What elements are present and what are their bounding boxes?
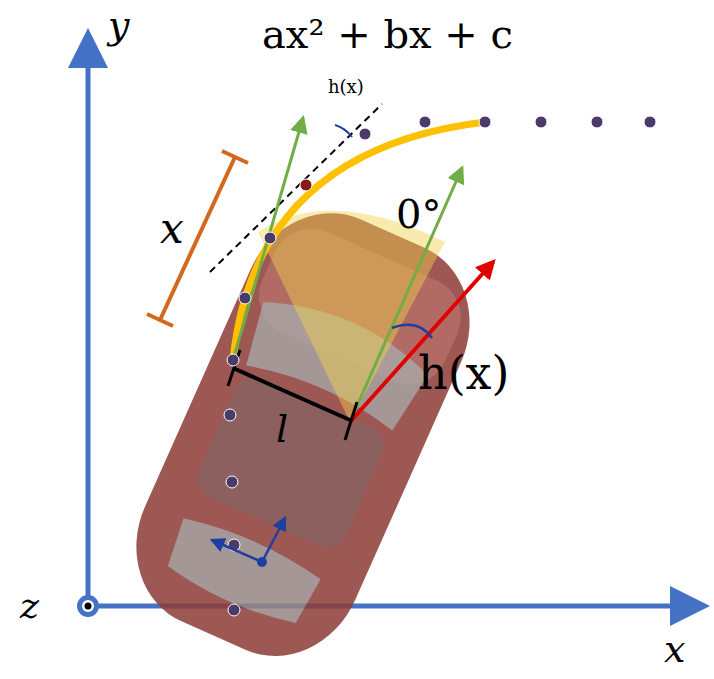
axis-label: y	[108, 6, 129, 44]
dimension-label: l	[276, 410, 288, 448]
equation-label: ax² + bx + c	[262, 14, 513, 54]
angle-label: 0°	[396, 194, 441, 234]
axis-label: x	[664, 630, 685, 668]
axis-label: z	[20, 588, 39, 624]
angle-label: h(x)	[328, 78, 364, 96]
length-label: x	[160, 208, 184, 250]
angle-label: h(x)	[418, 350, 509, 396]
